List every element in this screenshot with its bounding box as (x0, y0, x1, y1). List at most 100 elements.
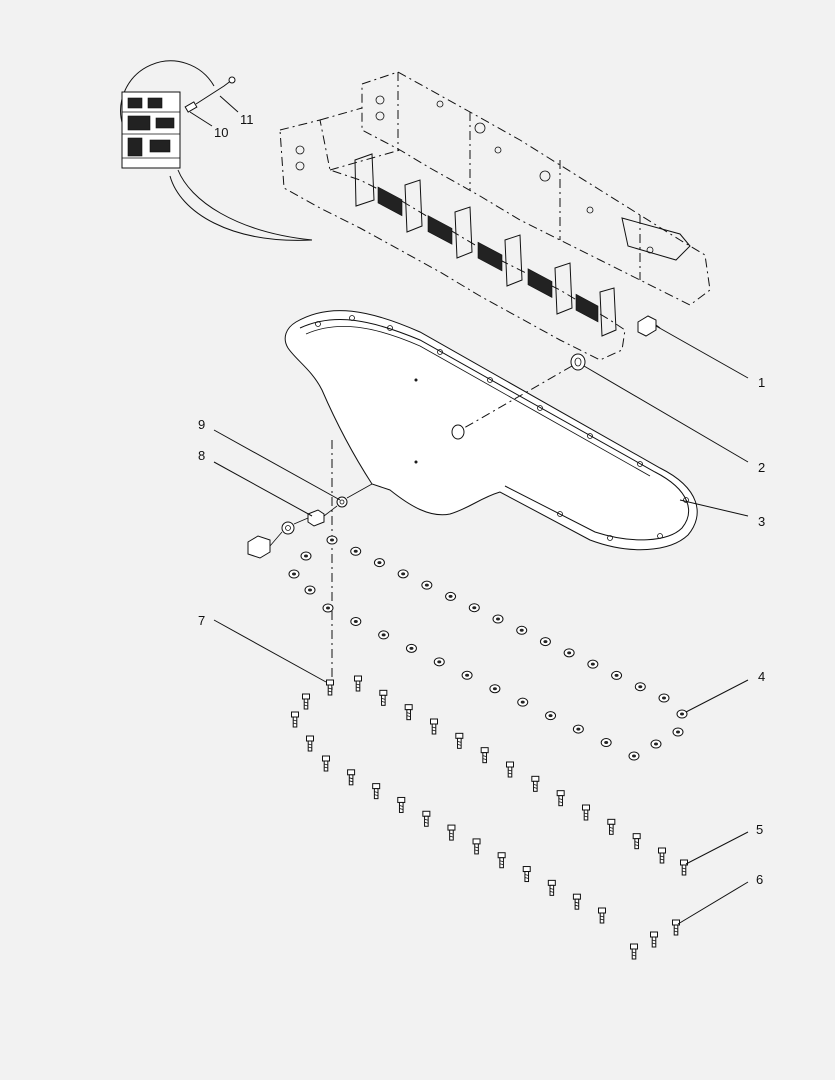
washer (539, 637, 551, 647)
callout-2: 2 (758, 460, 765, 475)
bolt (379, 689, 388, 706)
inset-engine-fragment (121, 91, 181, 169)
callout-6: 6 (756, 872, 763, 887)
callout-10: 10 (214, 125, 228, 140)
washer (350, 546, 362, 556)
callout-8: 8 (198, 448, 205, 463)
o-ring-part-9 (336, 496, 348, 508)
callout-1: 1 (758, 375, 765, 390)
leader-5 (685, 831, 749, 865)
oil-pan-part-3 (284, 310, 698, 551)
bolt (632, 833, 641, 850)
bolt (472, 838, 481, 855)
detail-inset (120, 60, 313, 241)
washer (405, 643, 417, 653)
washer (676, 709, 688, 719)
seal-ring-part-2 (570, 353, 586, 371)
bolt (322, 755, 330, 772)
washer (634, 682, 646, 692)
callout-4: 4 (758, 669, 765, 684)
bolt (672, 919, 680, 936)
washer (489, 684, 501, 694)
leader-9 (213, 429, 341, 501)
bolt (326, 679, 334, 696)
bolt (354, 675, 362, 692)
washer (516, 625, 528, 635)
washer (373, 558, 385, 568)
washer (326, 535, 338, 545)
washer (587, 659, 599, 669)
sensor-part-10 (184, 101, 198, 113)
leader-2 (583, 365, 749, 463)
bolt (650, 931, 658, 948)
wire-part-11 (195, 76, 236, 105)
bolt (404, 704, 413, 721)
bolt (582, 804, 590, 821)
bolt (607, 818, 616, 835)
callout-11: 11 (240, 112, 254, 127)
bolt (397, 796, 406, 813)
drain-plug-assembly (247, 483, 373, 559)
washer (300, 551, 312, 561)
washer (611, 670, 623, 680)
bolt (531, 775, 540, 792)
bolt (447, 824, 456, 841)
engine-block (279, 71, 711, 361)
washer (517, 697, 529, 707)
washer (350, 616, 362, 626)
leader-3 (679, 499, 749, 517)
washer (658, 693, 670, 703)
bolt (497, 852, 506, 869)
washer (461, 670, 473, 680)
block-bolt-holes (295, 95, 654, 254)
bolt (430, 718, 438, 735)
washer (468, 603, 480, 613)
bolts-parts-5-6-7 (291, 675, 688, 960)
callout-3: 3 (758, 514, 765, 529)
leader-11 (219, 95, 239, 113)
callout-labels: 1 2 3 4 5 6 7 8 9 10 11 (198, 112, 765, 887)
leader-7 (213, 619, 327, 683)
washer (433, 657, 445, 667)
bolt (547, 879, 556, 896)
oil-pan-flange-holes (315, 315, 689, 541)
washers-part-4 (288, 535, 688, 761)
bolt (422, 810, 431, 827)
callout-5: 5 (756, 822, 763, 837)
washer (397, 569, 409, 579)
washer (304, 585, 316, 595)
bolt (556, 790, 565, 807)
oil-pan-port (451, 424, 465, 440)
washer (563, 648, 575, 658)
bolt (372, 783, 381, 800)
bolt (480, 747, 489, 764)
bolt (522, 866, 531, 883)
bolt (302, 693, 310, 710)
washer (492, 614, 504, 624)
washer (628, 751, 640, 761)
washer (600, 738, 612, 748)
leader-4 (685, 679, 749, 713)
crankcase-ribs (354, 153, 617, 337)
bolt (455, 732, 464, 749)
washer (672, 727, 684, 737)
bolt (630, 943, 638, 960)
callout-7: 7 (198, 613, 205, 628)
drain-plug (247, 535, 271, 559)
drain-washer (281, 521, 295, 535)
washer (378, 630, 390, 640)
leader-lines (189, 95, 749, 925)
leader-6 (677, 881, 749, 925)
bolt (572, 893, 581, 910)
washer (288, 569, 300, 579)
leader-8 (213, 461, 313, 517)
bolt (506, 761, 514, 778)
callout-9: 9 (198, 417, 205, 432)
washer (322, 603, 334, 613)
bolt (347, 769, 356, 786)
bolt (291, 711, 299, 728)
washer (421, 580, 433, 590)
leader-10 (189, 111, 213, 127)
fitting-part-8 (307, 509, 325, 527)
